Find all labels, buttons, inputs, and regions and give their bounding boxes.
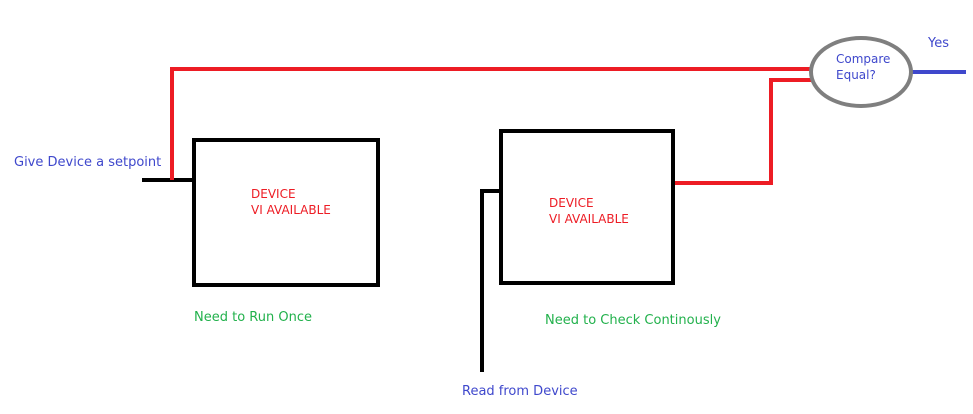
compare-label: Compare Equal?	[836, 51, 890, 83]
device-output-wire	[674, 78, 812, 185]
device-box-run-once	[192, 138, 380, 287]
setpoint-label: Give Device a setpoint	[14, 155, 162, 170]
device-one-line1: DEVICE	[251, 187, 296, 201]
device-box-check-continuously	[499, 129, 675, 285]
run-once-note: Need to Run Once	[194, 310, 312, 325]
device-two-label: DEVICE VI AVAILABLE	[549, 195, 629, 227]
compare-equal-node	[809, 36, 913, 108]
yes-label: Yes	[928, 36, 949, 51]
setpoint-signal-wire	[170, 67, 812, 180]
compare-line1: Compare	[836, 52, 891, 66]
check-continuously-note: Need to Check Continously	[545, 313, 721, 328]
device-one-label: DEVICE VI AVAILABLE	[251, 186, 331, 218]
device-one-line2: VI AVAILABLE	[251, 203, 331, 217]
device-two-line1: DEVICE	[549, 196, 594, 210]
compare-line2: Equal?	[836, 68, 876, 82]
read-from-device-label: Read from Device	[462, 384, 578, 399]
device-two-line2: VI AVAILABLE	[549, 212, 629, 226]
read-input-wire	[480, 189, 500, 372]
